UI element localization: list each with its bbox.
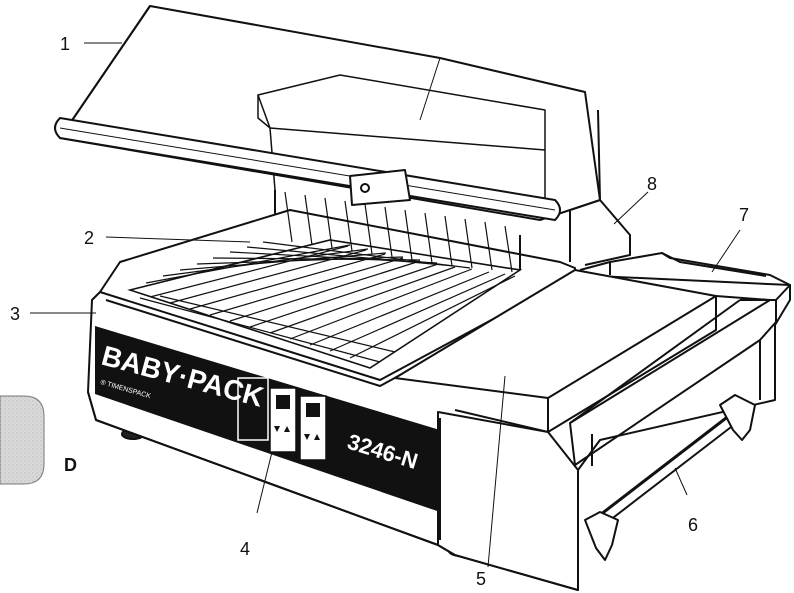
down-arrow-icon (274, 426, 280, 432)
callout-3: 3 (10, 304, 20, 324)
callout-1: 1 (60, 34, 70, 54)
callout-6: 6 (688, 515, 698, 535)
side-tab-letter: D (64, 455, 77, 475)
control-panel (95, 326, 440, 512)
leader-lines (30, 42, 741, 568)
callout-4: 4 (240, 539, 250, 559)
timer-display-1 (269, 387, 297, 453)
side-tab (0, 395, 45, 485)
control-module-left (237, 377, 269, 441)
callout-5: 5 (476, 569, 486, 589)
chamber-grid (127, 191, 523, 369)
callout-7: 7 (739, 205, 749, 225)
up-arrow-icon (284, 426, 290, 432)
up-arrow-icon (314, 434, 320, 440)
down-arrow-icon (304, 434, 310, 440)
callout-8: 8 (647, 174, 657, 194)
callout-2: 2 (84, 228, 94, 248)
lid (54, 5, 601, 221)
